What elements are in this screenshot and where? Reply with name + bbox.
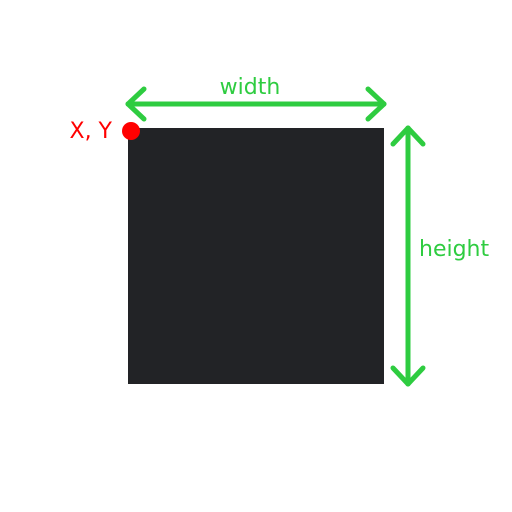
width-label: width [220,75,281,100]
height-arrow-icon [390,125,426,387]
height-label: height [419,237,489,262]
origin-dot-icon [122,122,140,140]
width-arrow-icon [125,86,387,122]
rectangle [128,128,384,384]
origin-label: X, Y [70,119,113,144]
